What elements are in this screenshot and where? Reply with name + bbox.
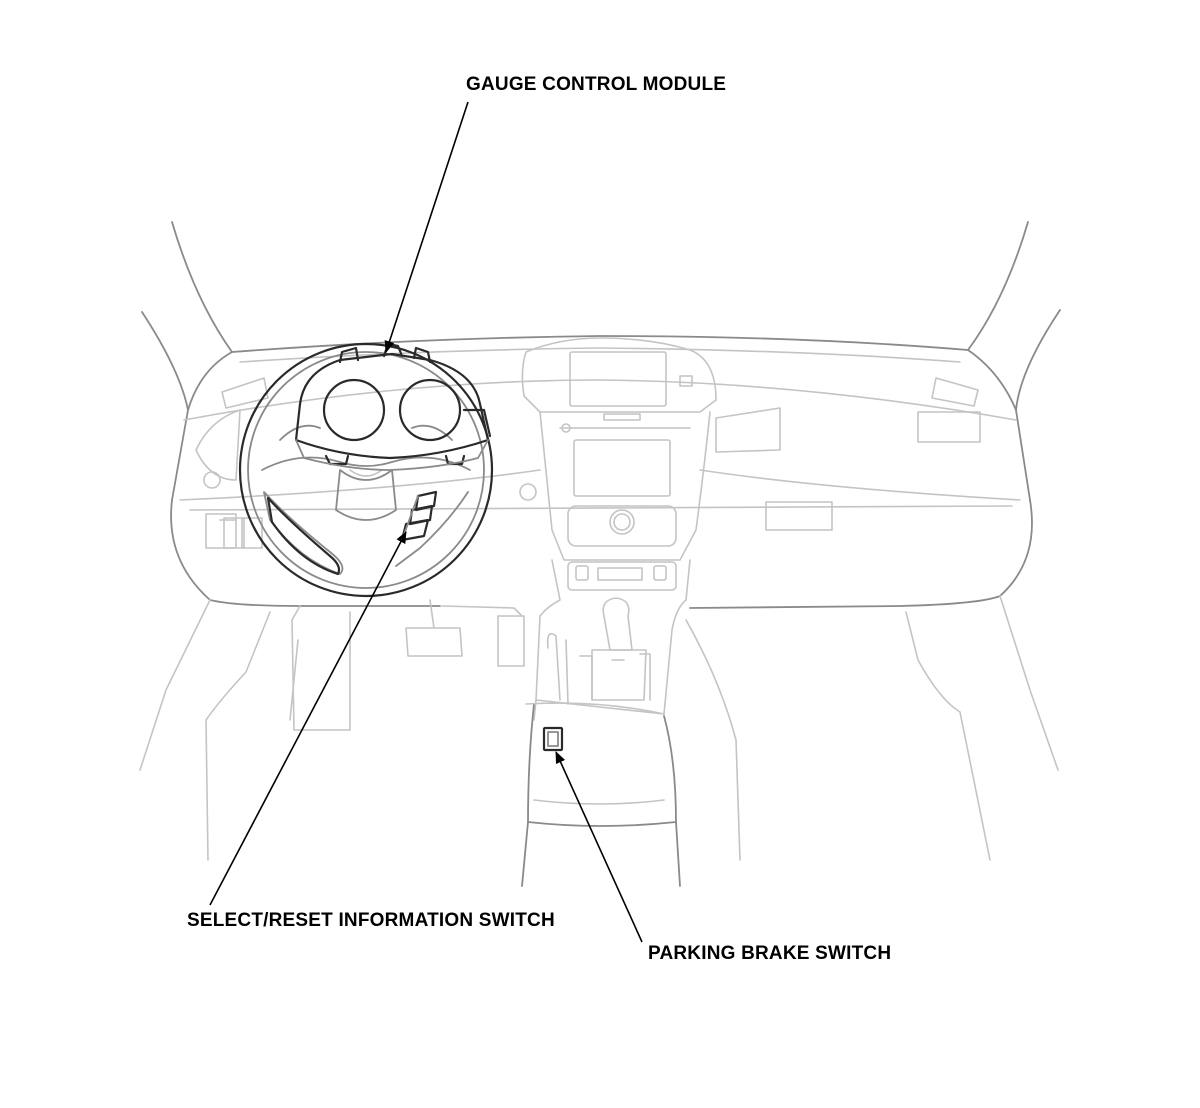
leader-lines [209, 101, 643, 943]
gauge-control-module [294, 342, 492, 471]
center-console [521, 559, 691, 887]
steering-wheel [238, 342, 494, 598]
select-reset-information-switch [400, 490, 438, 542]
parking-brake-switch-leader [555, 751, 643, 943]
parking-brake-switch-label: PARKING BRAKE SWITCH [648, 943, 892, 964]
gauge-control-module-label: GAUGE CONTROL MODULE [466, 74, 727, 95]
footwell [139, 595, 1059, 861]
dashboard-lower [170, 409, 1033, 609]
select-reset-switch-leader [209, 531, 407, 906]
center-stack [521, 337, 717, 591]
gauge-control-module-leader [384, 101, 469, 353]
select-reset-information-switch-label: SELECT/RESET INFORMATION SWITCH [187, 910, 555, 931]
parking-brake-switch [542, 726, 564, 752]
windshield-frame [141, 221, 1061, 411]
dashboard-upper [171, 335, 1031, 501]
